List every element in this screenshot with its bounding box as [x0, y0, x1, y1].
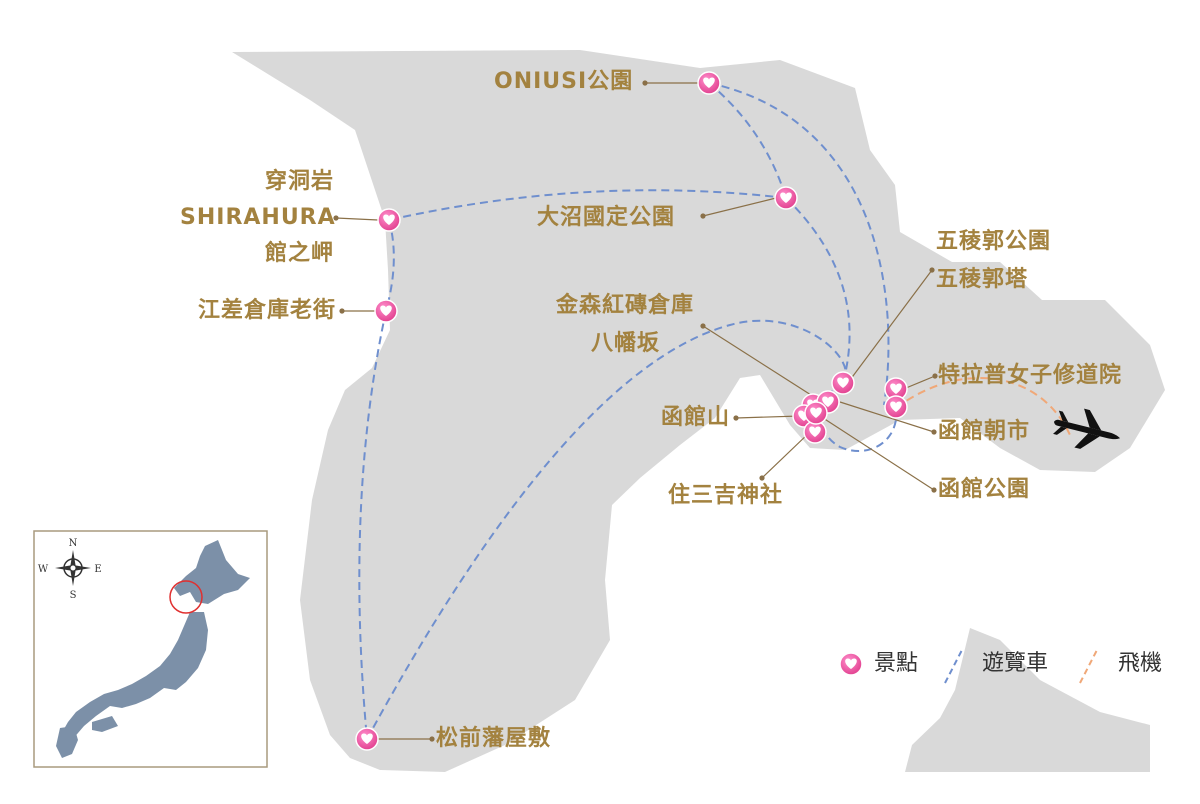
leader-onuma — [702, 197, 777, 217]
leader-cape — [335, 217, 379, 221]
legend-symbols — [839, 647, 1099, 684]
label-kanemori-2: 八幡坂 — [590, 331, 660, 356]
leader-dot-trappist — [932, 373, 938, 379]
label-matsumae: 松前藩屋敷 — [436, 726, 552, 751]
bus-route-hakodate-loop — [820, 382, 898, 452]
compass-w: W — [38, 564, 49, 575]
label-kanemori-1: 金森紅磚倉庫 — [555, 293, 694, 318]
marker-goryokaku[interactable] — [831, 371, 855, 395]
airplane-icon — [1053, 408, 1120, 449]
marker-oniusi[interactable] — [697, 71, 721, 95]
leader-dot-oniusi — [642, 80, 648, 86]
label-trappist: 特拉普女子修道院 — [938, 363, 1123, 388]
land-peninsula — [232, 50, 1165, 772]
marker-onuma[interactable] — [774, 186, 798, 210]
label-hakodateyama: 函館山 — [660, 405, 730, 430]
leader-lines — [333, 80, 938, 742]
leader-dot-sumiyoshi — [759, 475, 765, 481]
label-esashi: 江差倉庫老街 — [197, 298, 336, 323]
compass-s: S — [70, 590, 77, 601]
inset-map: N S W E — [33, 530, 268, 768]
land-fragment — [905, 628, 1150, 772]
leader-dot-market — [931, 429, 937, 435]
label-sumiyoshi: 住三吉神社 — [668, 483, 784, 508]
leader-dot-kanemori — [700, 323, 706, 329]
label-goryokaku-1: 五稜郭公園 — [936, 229, 1052, 254]
label-cape-3: 館之岬 — [264, 241, 334, 266]
compass-n: N — [69, 538, 78, 549]
legend-spot-icon — [839, 652, 863, 676]
leader-dot-hakodateyama — [733, 415, 739, 421]
leader-trappist — [905, 375, 936, 389]
leader-dot-cape — [333, 215, 339, 221]
marker-market[interactable] — [884, 395, 908, 419]
marker-esashi[interactable] — [374, 299, 398, 323]
leader-park — [819, 415, 935, 491]
label-goryokaku-2: 五稜郭塔 — [936, 267, 1029, 292]
leader-dot-onuma — [700, 213, 706, 219]
marker-cape[interactable] — [377, 208, 401, 232]
legend-bus-label: 遊覽車 — [982, 651, 1049, 676]
inset-honshu — [60, 612, 208, 748]
legend-bus-icon — [944, 647, 964, 684]
leader-kanemori — [702, 325, 823, 403]
leader-sumiyoshi — [761, 431, 811, 479]
leader-dot-park — [931, 487, 937, 493]
compass-e: E — [94, 564, 101, 575]
legend-spot-label: 景點 — [874, 651, 919, 676]
inset-kyushu — [56, 726, 78, 758]
bus-route-oniusi-onuma — [708, 82, 787, 199]
legend-plane-label: 飛機 — [1118, 651, 1163, 676]
bus-route-goryokaku-onuma — [785, 197, 851, 384]
leader-hakodateyama — [735, 415, 801, 419]
inset-shikoku — [92, 716, 118, 732]
label-cape-2: SHIRAHURA — [180, 205, 336, 230]
leader-dot-goryokaku — [929, 267, 935, 273]
leader-goryokaku — [849, 269, 933, 381]
compass-icon — [55, 550, 91, 586]
label-onuma: 大沼國定公園 — [537, 205, 676, 230]
marker-hakodate-extra[interactable] — [804, 401, 828, 425]
inset-hokkaido — [174, 540, 250, 604]
leader-dot-esashi — [339, 308, 345, 314]
flight-route — [895, 377, 1071, 436]
marker-matsumae[interactable] — [355, 727, 379, 751]
inset-highlight-circle — [169, 580, 203, 614]
bus-route-esashi-matsumae — [358, 310, 387, 740]
leader-market — [839, 401, 935, 433]
label-cape-1: 穿洞岩 — [264, 169, 334, 194]
bus-route-matsumae-kanemori — [366, 319, 847, 740]
label-oniusi: ONIUSI公園 — [494, 69, 634, 94]
label-market: 函館朝市 — [938, 419, 1031, 444]
leader-dot-matsumae — [429, 736, 435, 742]
label-park: 函館公園 — [938, 477, 1031, 502]
bus-route-onuma-cape — [388, 189, 787, 221]
bus-route-oniusi-goryokaku — [708, 82, 890, 406]
legend-plane-icon — [1079, 647, 1099, 684]
